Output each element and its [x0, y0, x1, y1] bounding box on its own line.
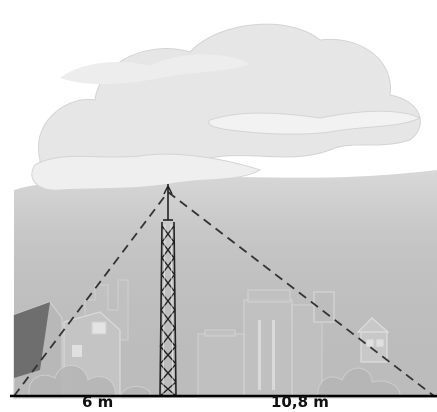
right-distance-label: 10,8 m: [271, 393, 329, 411]
left-distance-label: 6 m: [82, 393, 114, 411]
radio-tower: [159, 184, 177, 397]
right-sight-line: [167, 191, 435, 397]
left-sight-line: [13, 191, 169, 397]
clouds: [31, 23, 422, 191]
sight-lines: [13, 191, 435, 397]
